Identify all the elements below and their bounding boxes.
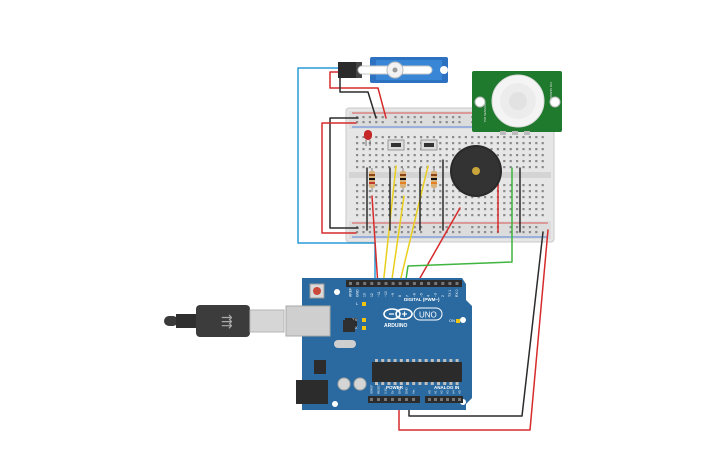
- digital-pin-label: ~11: [377, 291, 381, 297]
- power-pin-label: GND: [398, 387, 402, 395]
- wire-red-led: [371, 195, 379, 287]
- digital-pin-label: 13: [363, 293, 367, 297]
- digital-pin-label: TX 1: [448, 290, 452, 297]
- usb-port: [285, 305, 331, 337]
- power-pin-label: Vin: [412, 389, 416, 394]
- digital-pin-label: GND: [356, 289, 360, 297]
- power-pin-label: GND: [405, 387, 409, 395]
- led-label-tx: TX: [352, 317, 357, 322]
- pir-label-left: PIR SENSOR: [483, 103, 487, 122]
- wire-black-gnd-return: [408, 231, 544, 417]
- digital-header-label: DIGITAL (PWM~): [404, 297, 440, 302]
- digital-pin-label: RX 0: [455, 289, 459, 297]
- pir-sensor[interactable]: PIR SENSOR PIR SENSOR: [472, 71, 562, 135]
- power-pin-label: IOREF: [370, 385, 374, 394]
- power-header-label: POWER: [386, 385, 404, 390]
- breadboard-center-channel: [349, 172, 551, 178]
- analog-pin-label: A5: [458, 390, 462, 394]
- uno-label: UNO: [419, 311, 437, 320]
- digital-pin-label: 8: [398, 295, 402, 297]
- analog-pin-label: A4: [452, 390, 456, 394]
- atmega-chip: [372, 362, 462, 382]
- power-pin-label: RESET: [377, 384, 381, 394]
- pushbutton-1[interactable]: [387, 139, 405, 151]
- servo-motor[interactable]: [338, 57, 448, 83]
- wire-red-left-vcc: [321, 122, 357, 234]
- digital-pin-label: ~3: [434, 293, 438, 297]
- digital-pin-label: ~6: [412, 293, 416, 297]
- digital-header: [346, 280, 462, 287]
- analog-pin-label: A0: [428, 390, 432, 394]
- digital-pin-label: 4: [427, 295, 431, 297]
- wire-red-buzzer: [419, 207, 461, 279]
- usb-cable: ⇶: [164, 305, 285, 337]
- chip-small: [343, 320, 355, 332]
- digital-pin-label: 2: [441, 295, 445, 297]
- voltage-regulator: [314, 360, 326, 374]
- power-jack: [296, 380, 328, 404]
- digital-pin-label: ~5: [420, 293, 424, 297]
- led-red[interactable]: [364, 130, 372, 146]
- piezo-buzzer[interactable]: [450, 145, 502, 197]
- wires: [297, 67, 549, 431]
- analog-pin-label: A1: [434, 390, 438, 394]
- led-label-on: ON: [449, 318, 455, 323]
- resistor-2[interactable]: [400, 168, 406, 192]
- usb-icon: ⇶: [221, 313, 233, 329]
- analog-header: [425, 396, 463, 403]
- resistor-1[interactable]: [369, 168, 375, 192]
- power-pin-label: 5V: [391, 390, 395, 394]
- wire-blue-servo-signal: [297, 67, 376, 287]
- capacitor-2: [353, 377, 367, 391]
- digital-pin-label: 7: [405, 295, 409, 297]
- analog-pin-label: A3: [446, 390, 450, 394]
- wire-yellow-3: [398, 165, 429, 287]
- pushbutton-2[interactable]: [420, 139, 438, 151]
- arduino-logo-icon: [383, 308, 413, 320]
- wire-black-left-gnd: [329, 117, 359, 229]
- resistor-3[interactable]: [431, 168, 437, 192]
- analog-pin-label: A2: [440, 390, 444, 394]
- digital-pin-label: 12: [370, 293, 374, 297]
- wire-red-servo-power: [329, 71, 387, 119]
- wire-yellow-2: [390, 195, 405, 287]
- power-pin-label: 3.3V: [384, 388, 388, 394]
- pir-label-right: PIR SENSOR: [549, 82, 553, 101]
- servo-connector: [338, 62, 358, 78]
- led-label-l: L: [356, 301, 359, 306]
- breadboard-holes: [356, 116, 544, 234]
- digital-pin-label: AREF: [349, 288, 353, 297]
- uno-badge: [413, 307, 443, 321]
- digital-pin-label: ~9: [391, 293, 395, 297]
- crystal: [334, 340, 356, 348]
- arduino-brand: ARDUINO: [384, 323, 407, 329]
- wire-green-pir: [404, 167, 513, 287]
- digital-pin-label: ~10: [384, 291, 388, 297]
- usb-plug: [249, 309, 285, 333]
- analog-header-label: ANALOG IN: [434, 385, 459, 390]
- wire-red-5v-return: [398, 229, 549, 431]
- capacitor-1: [337, 377, 351, 391]
